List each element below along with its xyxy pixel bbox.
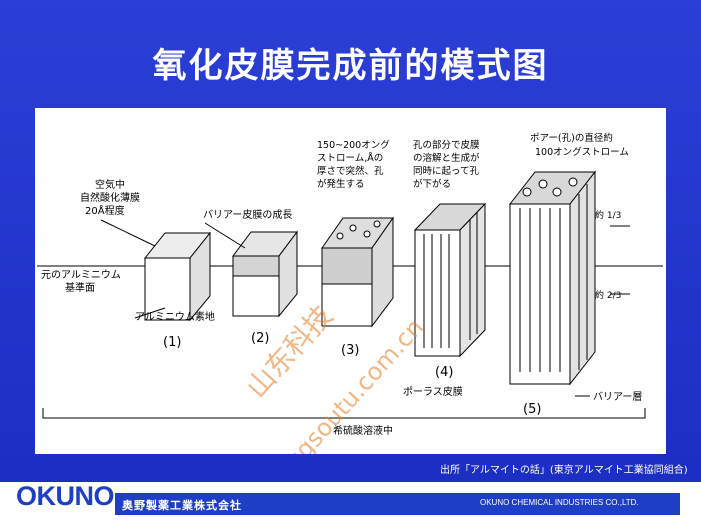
label-stage3-b: ストローム,Åの: [317, 152, 383, 164]
stage-number-5: (5): [523, 402, 541, 417]
label-stage3-d: が発生する: [317, 178, 365, 190]
block-stage-3: [321, 216, 394, 328]
block-stage-2: [232, 230, 298, 318]
solution-bracket: [42, 408, 646, 419]
label-stage3-a: 150~200オング: [317, 139, 390, 151]
company-name-en: OKUNO CHEMICAL INDUSTRIES CO.,LTD.: [480, 498, 639, 507]
block-stage-1: [143, 231, 212, 322]
block-stage-4: [413, 202, 487, 358]
label-pore-a: ポアー(孔)の直径約: [530, 132, 613, 144]
stage-number-1: (1): [163, 335, 181, 350]
label-pore-b: 100オングストローム: [535, 146, 629, 158]
label-base-line-1: 元のアルミニウム: [41, 269, 121, 281]
stage-number-2: (2): [251, 331, 269, 346]
footer-bar: [115, 493, 680, 515]
company-name-jp: 奥野製薬工業株式会社: [122, 499, 242, 512]
label-yaku-top: 約 1/3: [595, 209, 621, 221]
label-aluminum-base: アルミニウム素地: [135, 310, 215, 323]
label-solution: 希硫酸溶液中: [333, 424, 393, 437]
diagram-svg: 空気中 自然酸化薄膜 20Å程度 バリアー皮膜の成長 150~200オング スト…: [37, 132, 663, 454]
label-stage4-a: 孔の部分で皮膜: [413, 139, 480, 151]
block-stage-5: [508, 170, 597, 386]
label-natural-oxide: 自然酸化薄膜: [80, 191, 140, 204]
label-porous: ポーラス皮膜: [403, 385, 463, 398]
leader-line: [204, 222, 246, 249]
label-stage4-c: 同時に起って孔: [413, 166, 480, 177]
label-air: 空気中: [95, 178, 125, 191]
label-barrier-layer: バリアー層: [593, 391, 642, 403]
label-stage3-c: 厚さで突然、孔: [317, 165, 384, 177]
label-stage4-b: の溶解と生成が: [413, 152, 480, 164]
label-yaku-bottom: 約 2/3: [595, 289, 621, 301]
anodizing-diagram: 空気中 自然酸化薄膜 20Å程度 バリアー皮膜の成長 150~200オング スト…: [35, 108, 666, 454]
label-20a: 20Å程度: [85, 204, 125, 217]
label-base-line-2: 基準面: [65, 281, 95, 294]
leader-line: [100, 219, 156, 247]
label-barrier-growth: バリアー皮膜の成長: [203, 208, 292, 221]
leader-line: [134, 307, 166, 319]
slide-title: 氧化皮膜完成前的模式图: [152, 46, 549, 86]
source-citation: 出所「アルマイトの話」(東京アルマイト工業協同組合): [440, 465, 688, 476]
okuno-logo: OKUNO: [16, 481, 115, 511]
stage-number-4: (4): [435, 365, 453, 380]
label-stage4-d: が下がる: [413, 178, 451, 190]
stage-number-3: (3): [341, 343, 359, 358]
